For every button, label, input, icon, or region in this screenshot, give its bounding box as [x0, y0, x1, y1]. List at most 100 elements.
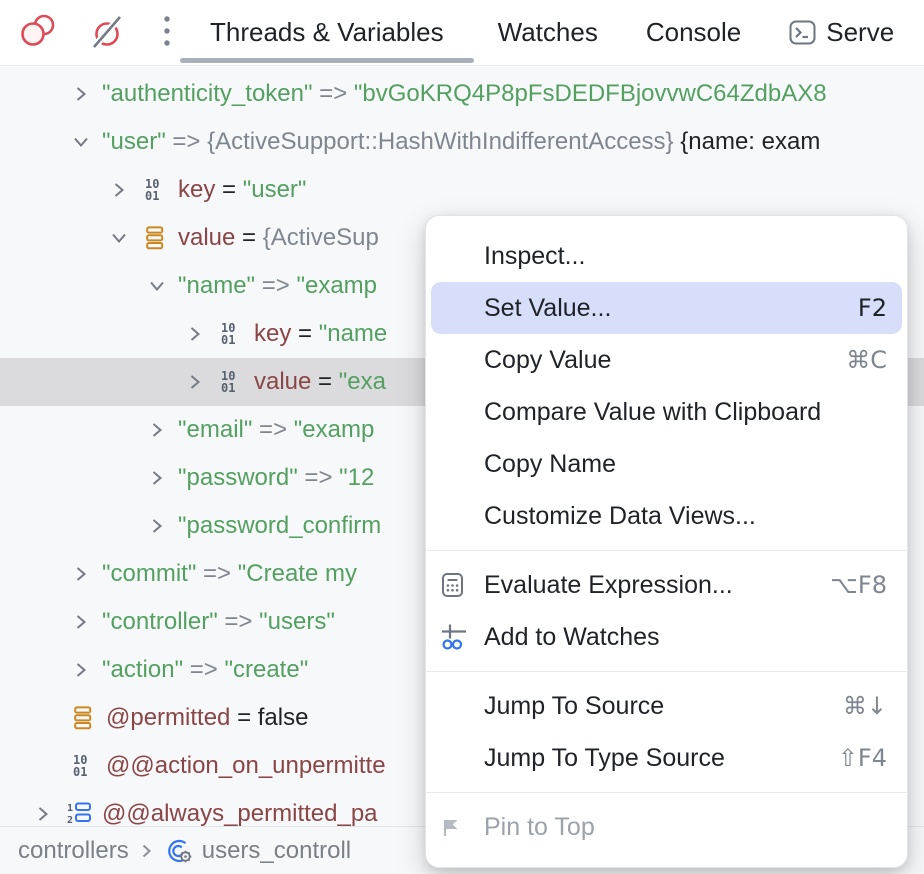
- menu-item-label: Set Value...: [484, 293, 612, 322]
- chevron-right-icon[interactable]: [182, 369, 208, 395]
- menu-separator: [426, 671, 907, 672]
- breadcrumb-label: users_controll: [201, 836, 352, 864]
- chevron-right-icon[interactable]: [144, 465, 170, 491]
- tab-label: Threads & Variables: [210, 17, 444, 47]
- menu-item-evaluate-expression[interactable]: Evaluate Expression... ⌥F8: [426, 559, 907, 611]
- svg-text:10: 10: [145, 177, 159, 191]
- chevron-right-icon[interactable]: [68, 561, 94, 587]
- tree-row-text: @permitted = false: [106, 704, 309, 731]
- tree-row-text: "commit" => "Create my: [102, 560, 357, 587]
- menu-item-label: Inspect...: [484, 241, 586, 270]
- hash-icon: [140, 224, 170, 252]
- tree-row-text: "name" => "examp: [178, 272, 378, 299]
- chevron-right-icon[interactable]: [30, 801, 56, 826]
- menu-item-copy-value[interactable]: Copy Value ⌘C: [426, 334, 907, 386]
- svg-text:2: 2: [67, 815, 73, 826]
- svg-text:10: 10: [221, 321, 235, 335]
- debugger-tabs: Threads & Variables Watches Console Serve: [180, 0, 924, 66]
- tree-row-text: "password_confirm: [178, 512, 382, 539]
- chevron-down-icon[interactable]: [106, 225, 132, 251]
- chevron-down-icon[interactable]: [68, 129, 94, 155]
- breadcrumb-controllers[interactable]: controllers: [18, 837, 129, 865]
- tab-label: Watches: [497, 17, 598, 47]
- tree-row[interactable]: "password" => "12: [0, 454, 924, 502]
- menu-item-label: Evaluate Expression...: [484, 570, 733, 599]
- menu-item-label: Pin to Top: [484, 812, 595, 841]
- svg-text:01: 01: [145, 189, 159, 203]
- view-breakpoints-button[interactable]: [16, 11, 60, 55]
- tree-row[interactable]: "controller" => "users": [0, 598, 924, 646]
- kebab-menu-icon: [162, 14, 172, 51]
- svg-text:01: 01: [221, 381, 235, 395]
- tab-threads-variables[interactable]: Threads & Variables: [180, 0, 474, 66]
- tree-row-text: "authenticity_token" => "bvGoKRQ4P8pFsDE…: [102, 80, 827, 107]
- menu-item-add-to-watches[interactable]: Add to Watches: [426, 611, 907, 663]
- view-breakpoints-icon: [19, 12, 57, 53]
- menu-item-label: Copy Value: [484, 345, 612, 374]
- tree-row[interactable]: "action" => "create": [0, 646, 924, 694]
- tab-label: Serve: [826, 17, 895, 47]
- menu-item-shortcut: ⌘↓: [842, 692, 887, 720]
- tree-row[interactable]: "password_confirm: [0, 502, 924, 550]
- chevron-right-icon[interactable]: [182, 321, 208, 347]
- add-watch-icon: [440, 623, 484, 651]
- tree-row-text: value = {ActiveSup: [178, 224, 379, 251]
- breadcrumb-users-controll[interactable]: users_controll: [164, 836, 351, 866]
- calculator-icon: [440, 572, 484, 598]
- menu-item-jump-to-type-source[interactable]: Jump To Type Source⇧F4: [426, 732, 907, 784]
- svg-text:01: 01: [73, 765, 87, 779]
- pin-flag-icon: [440, 816, 484, 839]
- terminal-icon: [789, 20, 816, 45]
- menu-item-shortcut: ⌘C: [846, 346, 887, 374]
- tree-row[interactable]: "name" => "examp: [0, 262, 924, 310]
- menu-item-shortcut: ⌥F8: [830, 571, 887, 599]
- tree-row[interactable]: "user" => {ActiveSupport::HashWithIndiff…: [0, 118, 924, 166]
- tab-serve[interactable]: Serve: [765, 0, 918, 66]
- more-options-button[interactable]: [156, 11, 178, 55]
- chevron-right-icon[interactable]: [68, 657, 94, 683]
- tree-row[interactable]: "email" => "examp: [0, 406, 924, 454]
- chevron-down-icon[interactable]: [144, 273, 170, 299]
- tree-row-text: "action" => "create": [102, 656, 309, 683]
- debug-toolbar: Threads & Variables Watches Console Serve: [0, 0, 924, 66]
- menu-item-customize-data-views[interactable]: Customize Data Views...: [426, 490, 907, 542]
- tree-row[interactable]: "commit" => "Create my: [0, 550, 924, 598]
- tree-row[interactable]: @permitted = false: [0, 694, 924, 742]
- menu-item-compare-value-with-clipboard[interactable]: Compare Value with Clipboard: [426, 386, 907, 438]
- controller-class-icon: [164, 836, 194, 866]
- menu-item-label: Add to Watches: [484, 622, 660, 651]
- svg-text:01: 01: [221, 333, 235, 347]
- tab-watches[interactable]: Watches: [474, 0, 622, 66]
- menu-item-label: Customize Data Views...: [484, 501, 756, 530]
- svg-text:1: 1: [67, 803, 73, 814]
- menu-item-jump-to-source[interactable]: Jump To Source⌘↓: [426, 680, 907, 732]
- menu-item-inspect[interactable]: Inspect...: [426, 230, 907, 282]
- tree-row[interactable]: "authenticity_token" => "bvGoKRQ4P8pFsDE…: [0, 70, 924, 118]
- menu-item-shortcut: F2: [857, 294, 887, 322]
- tree-row-text: @@action_on_unpermitte: [106, 752, 386, 779]
- menu-item-set-value[interactable]: Set Value... F2: [431, 282, 902, 334]
- chevron-right-icon[interactable]: [144, 513, 170, 539]
- chevron-right-icon[interactable]: [144, 417, 170, 443]
- menu-item-copy-name[interactable]: Copy Name: [426, 438, 907, 490]
- chevron-right-icon[interactable]: [68, 81, 94, 107]
- chevron-right-icon[interactable]: [68, 609, 94, 635]
- tree-row[interactable]: value = {ActiveSup: [0, 214, 924, 262]
- tree-row-text: "password" => "12: [178, 464, 375, 491]
- mute-breakpoints-button[interactable]: [86, 11, 130, 55]
- chevron-right-icon[interactable]: [106, 177, 132, 203]
- menu-item-pin-to-top: Pin to Top: [426, 801, 907, 853]
- svg-text:10: 10: [221, 369, 235, 383]
- tree-row-text: value = "exa: [254, 368, 386, 395]
- tab-console[interactable]: Console: [622, 0, 765, 66]
